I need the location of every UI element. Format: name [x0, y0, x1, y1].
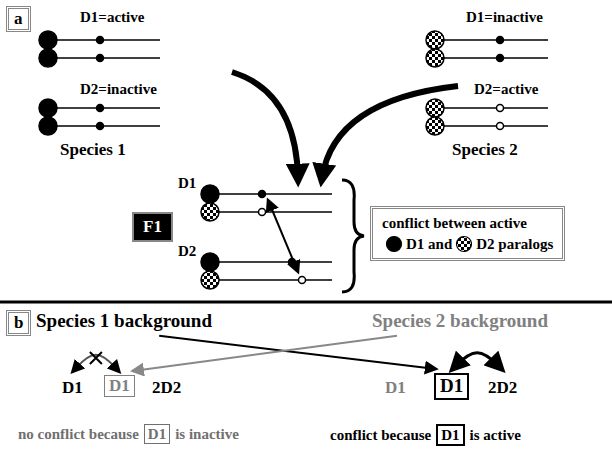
background-label: Species 2 background	[372, 310, 548, 333]
panel-b-arrows	[72, 336, 502, 372]
background-arrow	[159, 336, 436, 369]
gene-box-text: D1	[148, 426, 166, 442]
species-name: Species 1	[60, 140, 126, 160]
panel-letter: a	[6, 6, 31, 32]
caption-text: is active	[470, 426, 521, 444]
panel-letter-text: b	[14, 313, 23, 332]
caption-text: is inactive	[175, 425, 239, 443]
state-label: D1=inactive	[466, 8, 543, 26]
gene-box: D1	[436, 424, 464, 446]
panel-letter-text: a	[14, 9, 23, 28]
gene-label: D1	[62, 378, 83, 398]
panel-separator	[0, 301, 612, 304]
conflict-text: conflict between active	[382, 214, 553, 232]
chromosomes-f1	[201, 185, 332, 289]
caption-text: no conflict because	[18, 425, 139, 443]
interaction-arrow	[452, 353, 503, 370]
state-label: D2=active	[474, 80, 538, 98]
allele-symbol	[385, 235, 403, 253]
chromosomes-species-2	[426, 31, 548, 135]
brace	[342, 180, 364, 292]
locus-label: D2	[178, 242, 196, 260]
state-label: D2=inactive	[80, 80, 157, 98]
chromosomes-species-1	[39, 31, 160, 135]
cross-mark	[90, 352, 102, 364]
cross-arrows	[232, 72, 458, 178]
gene-box-text: D1	[440, 375, 463, 396]
gene-box: D1	[144, 424, 170, 444]
species-name: Species 2	[452, 140, 518, 160]
conflict-text: D2 paralogs	[476, 235, 553, 253]
gene-label: 2D2	[152, 378, 181, 398]
generation-box: F1	[132, 212, 173, 242]
gene-label: 2D2	[488, 378, 517, 398]
state-label: D1=active	[80, 8, 144, 26]
gene-box: D1	[104, 375, 135, 397]
generation-box-text: F1	[143, 217, 162, 236]
conflict-row: D1 and D2 paralogs	[382, 235, 553, 253]
background-arrow	[133, 336, 397, 371]
panel-letter: b	[6, 310, 31, 336]
caption-text: conflict because	[330, 426, 431, 444]
gene-label: D1	[385, 378, 406, 398]
conflict-text: D1 and	[406, 235, 452, 253]
gene-box: D1	[434, 373, 469, 400]
locus-label: D1	[178, 174, 196, 192]
gene-box-text: D1	[109, 376, 130, 395]
background-label: Species 1 background	[36, 310, 212, 333]
allele-symbol	[455, 235, 473, 253]
gene-box-text: D1	[441, 427, 459, 443]
conflict-box: conflict between active D1 and D2 paralogs	[370, 206, 565, 261]
